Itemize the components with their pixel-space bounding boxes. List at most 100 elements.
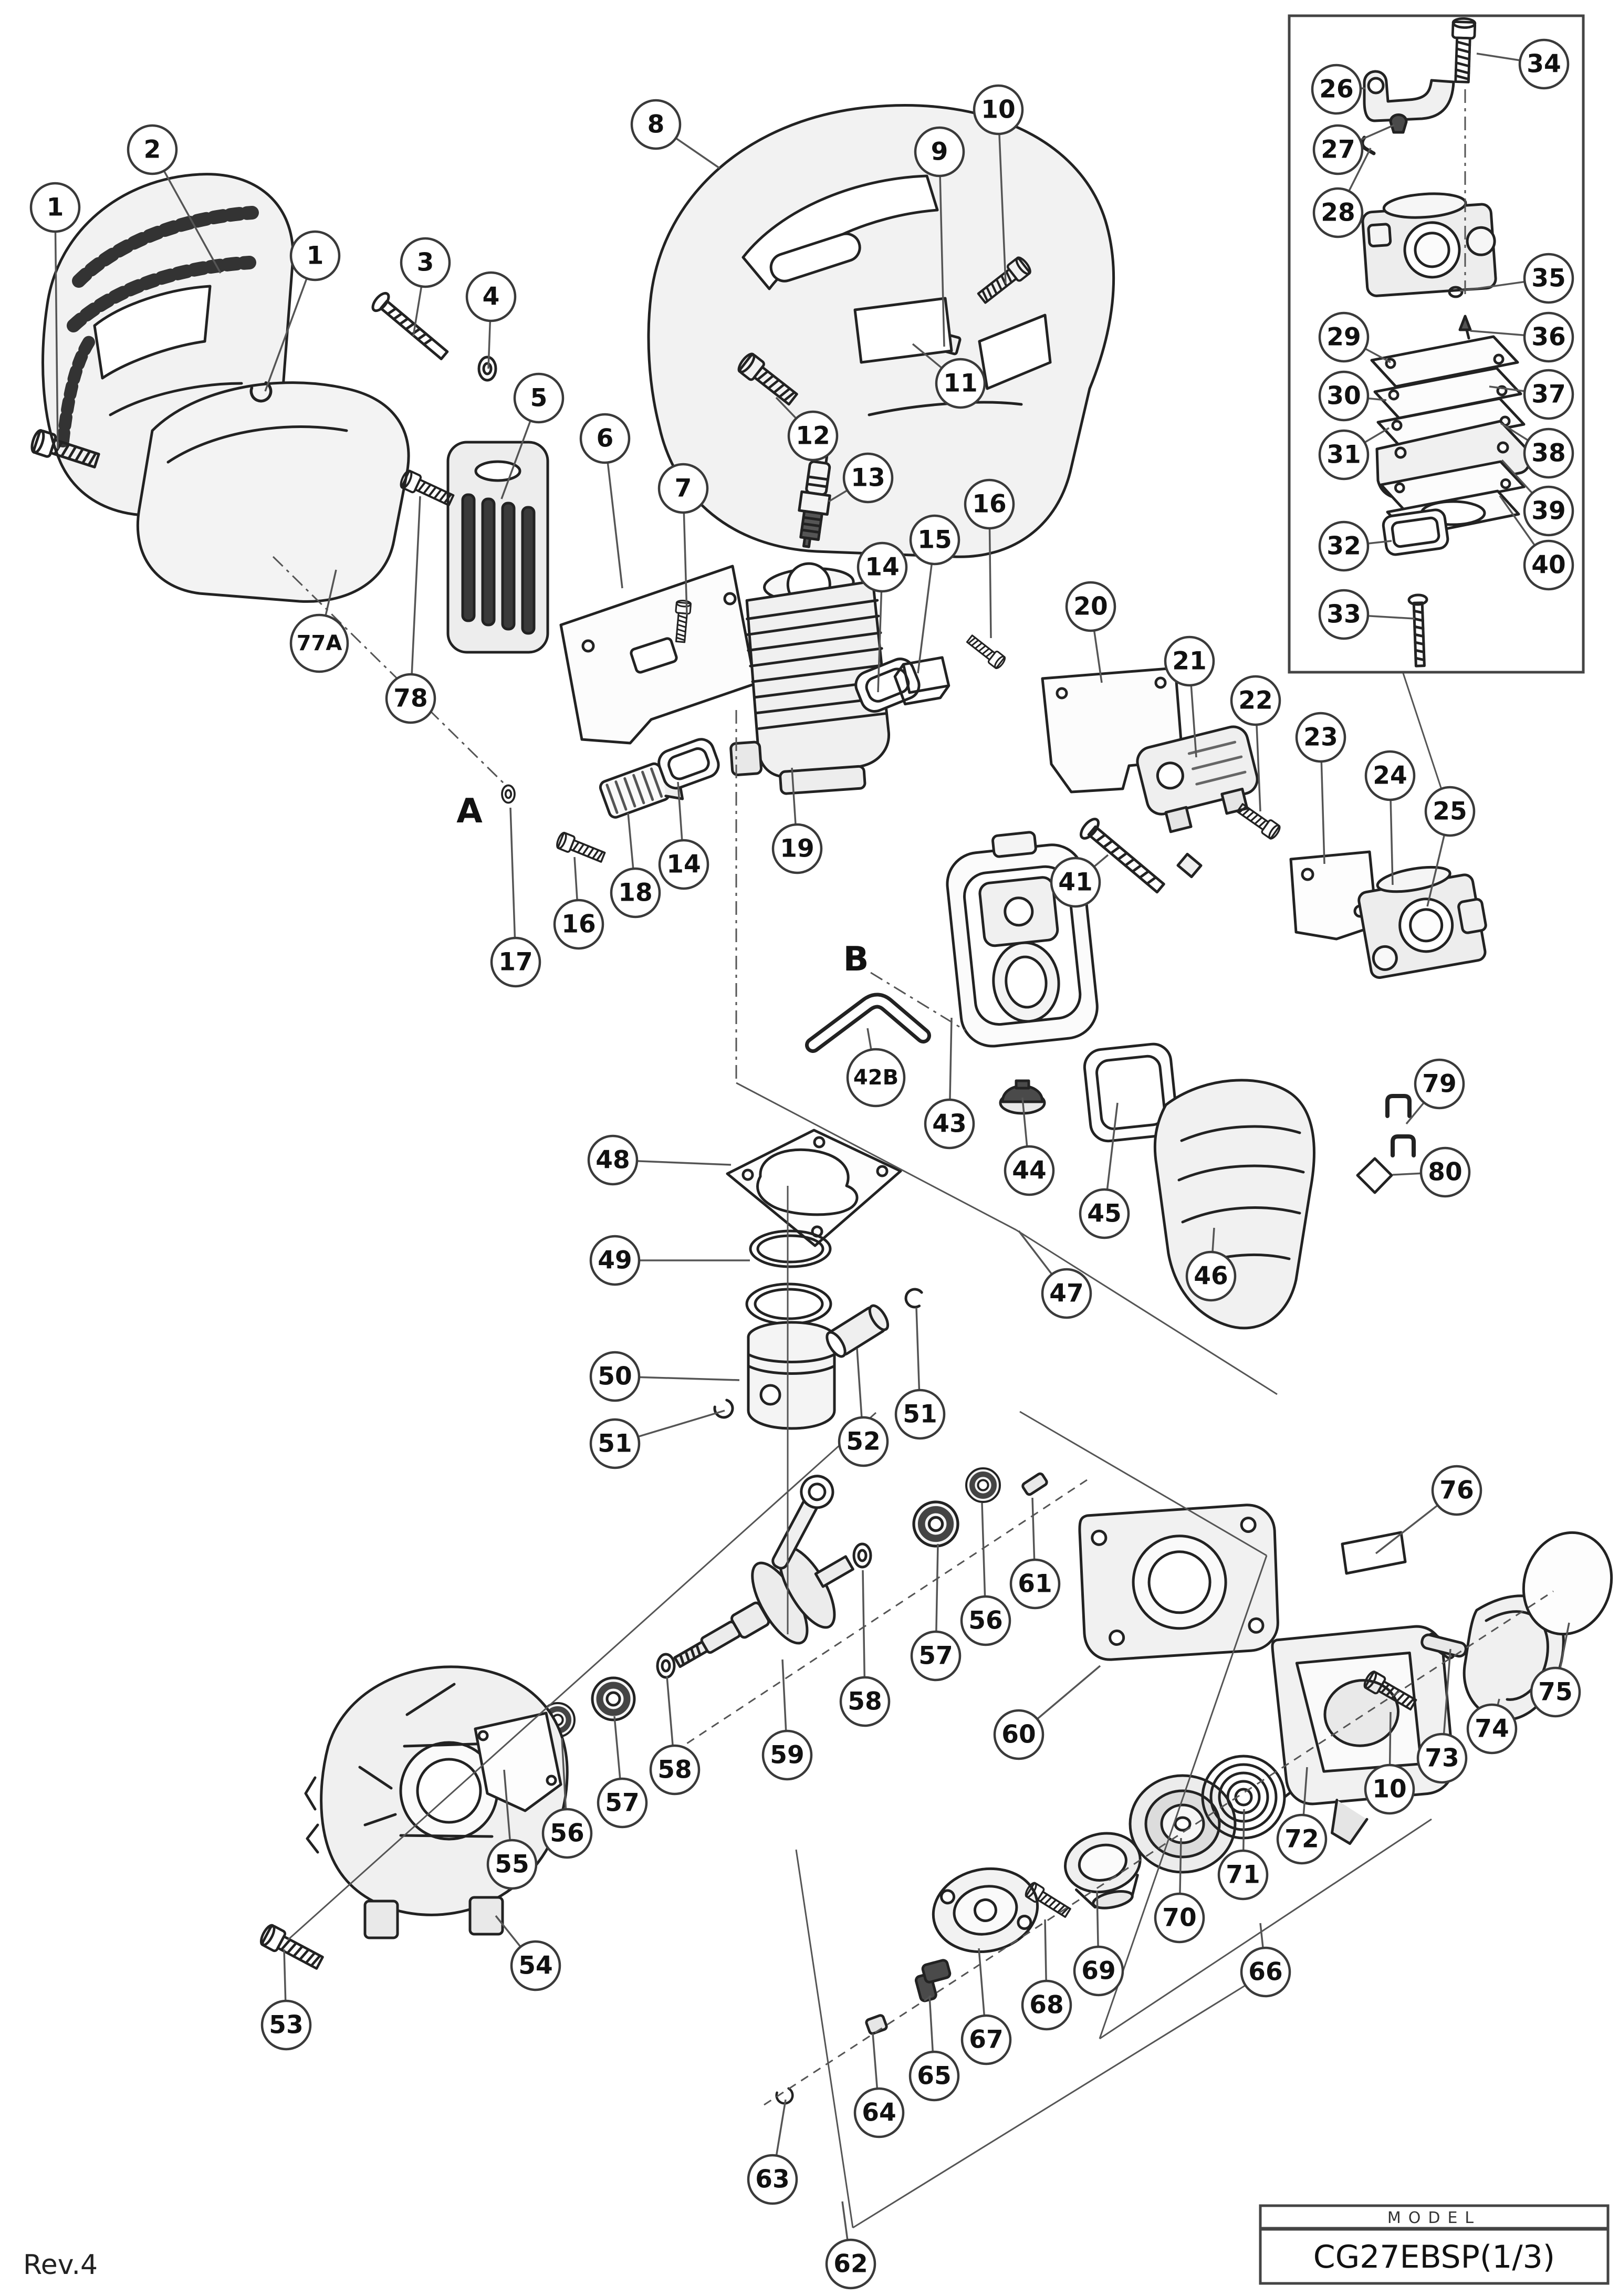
callout-58: 58 <box>839 1676 891 1727</box>
revision-label: Rev.4 <box>23 2249 98 2281</box>
callout-25: 25 <box>1424 786 1476 837</box>
callout-circle <box>908 2050 960 2102</box>
callout-number: 67 <box>969 2026 1003 2054</box>
callout-number: 23 <box>1303 723 1338 752</box>
callout-number: 50 <box>598 1362 632 1391</box>
callout-circle <box>657 463 709 514</box>
callout-circle <box>649 1744 701 1796</box>
callout-14: 14 <box>856 541 908 593</box>
callout-number: 54 <box>518 1951 552 1980</box>
callout-number: 37 <box>1531 380 1565 409</box>
part-bracket-26 <box>1363 70 1455 122</box>
callout-71: 71 <box>1217 1849 1269 1901</box>
callout-number: 65 <box>917 2062 951 2091</box>
callout-69: 69 <box>1073 1945 1124 1997</box>
part-bolt-34 <box>1451 18 1475 82</box>
callout-number: 43 <box>932 1110 966 1139</box>
callout-13: 13 <box>842 452 894 504</box>
part-bearing-56b <box>966 1468 1000 1502</box>
callout-number: 57 <box>918 1642 953 1671</box>
callout-number: 58 <box>657 1756 692 1784</box>
callout-80: 80 <box>1419 1146 1471 1198</box>
callout-number: 7 <box>675 474 692 503</box>
callout-number: 39 <box>1531 497 1565 526</box>
callout-number: 70 <box>1162 1904 1196 1933</box>
part-oring-35 <box>1448 286 1464 298</box>
callout-circle <box>1240 1946 1291 1998</box>
callout-number: 80 <box>1428 1158 1462 1187</box>
part-cleaner-cover-46 <box>1153 1079 1315 1330</box>
callout-28: 28 <box>1312 187 1364 238</box>
callout-number: 79 <box>1422 1070 1456 1099</box>
callout-number: 4 <box>483 283 500 311</box>
callout-33: 33 <box>1318 589 1370 640</box>
callout-55: 55 <box>486 1839 538 1890</box>
callout-4: 4 <box>465 271 517 322</box>
callout-circle <box>1523 485 1574 537</box>
callout-number: 22 <box>1238 686 1272 715</box>
callout-circle <box>1154 1892 1205 1944</box>
callout-circle <box>761 1729 813 1781</box>
part-cylinder-19 <box>729 562 890 795</box>
callout-circle <box>1079 1188 1130 1239</box>
callout-57: 57 <box>597 1777 648 1829</box>
callout-number: 34 <box>1527 50 1561 79</box>
callout-number: 3 <box>417 248 434 277</box>
part-carburetor-25 <box>1357 865 1487 979</box>
part-label-plate-11 <box>853 297 953 364</box>
callout-number: 58 <box>848 1687 882 1716</box>
part-washer-58b <box>854 1544 871 1567</box>
callout-circle <box>960 1595 1011 1646</box>
callout-5: 5 <box>513 372 565 424</box>
callout-circle <box>839 1676 891 1727</box>
callout-7: 7 <box>657 463 709 514</box>
callout-circle <box>1312 124 1364 175</box>
part-drum-69 <box>1064 1832 1142 1909</box>
callout-17: 17 <box>490 936 541 988</box>
callout-circle <box>589 1351 641 1402</box>
callout-number: 30 <box>1326 382 1361 411</box>
callout-circle <box>1523 369 1574 420</box>
callout-58: 58 <box>649 1744 701 1796</box>
callout-16: 16 <box>964 478 1015 530</box>
part-gasket-55 <box>474 1711 562 1812</box>
callout-circle <box>1185 1250 1237 1302</box>
callout-number: 46 <box>1194 1262 1228 1291</box>
callout-3: 3 <box>400 237 451 288</box>
callout-number: 26 <box>1319 75 1353 104</box>
part-lever-65 <box>914 1959 952 2002</box>
callout-number: 48 <box>596 1146 630 1175</box>
callout-number: 27 <box>1321 135 1355 164</box>
callout-38: 38 <box>1523 427 1574 479</box>
callout-circle <box>1419 1146 1471 1198</box>
callout-number: 76 <box>1439 1476 1474 1505</box>
callout-circle <box>1416 1733 1468 1784</box>
callout-number: 15 <box>917 526 952 555</box>
callout-circle <box>1295 712 1346 763</box>
callout-number: 6 <box>597 424 614 453</box>
part-screw-3 <box>371 291 449 360</box>
callout-circle <box>1041 1268 1092 1319</box>
callout-43: 43 <box>924 1098 975 1150</box>
leader-line-9 <box>938 151 945 347</box>
callout-number: 12 <box>796 422 830 451</box>
callout-number: 10 <box>981 96 1015 124</box>
callout-circle <box>1466 1703 1518 1755</box>
callout-circle <box>909 514 960 566</box>
boundary-lines <box>272 89 1554 2229</box>
callout-number: 49 <box>598 1246 632 1275</box>
callout-circle <box>541 1808 593 1859</box>
callout-number: 53 <box>269 2011 303 2040</box>
callout-23: 23 <box>1295 712 1346 763</box>
callout-circle <box>1073 1945 1124 1997</box>
callout-circle <box>964 478 1015 530</box>
callout-circle <box>658 839 709 890</box>
part-bracket-15 <box>893 656 950 706</box>
callout-circle <box>587 1134 639 1186</box>
callout-8: 8 <box>630 99 682 150</box>
part-circlip-51b <box>904 1288 922 1308</box>
callout-29: 29 <box>1318 311 1370 363</box>
callout-circle <box>1004 1145 1055 1196</box>
callout-56: 56 <box>541 1808 593 1859</box>
